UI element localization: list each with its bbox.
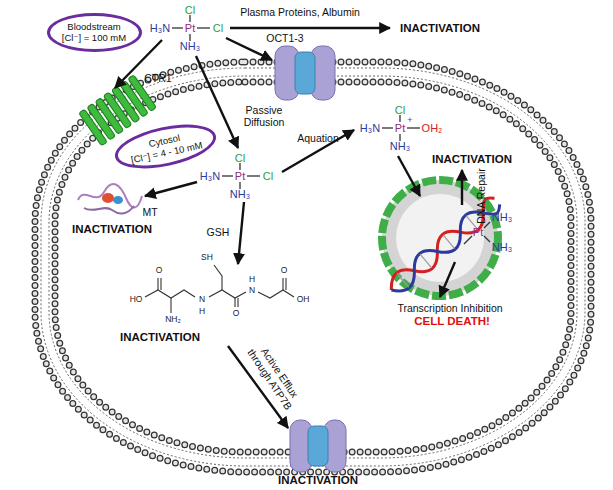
atom-label: H xyxy=(199,307,205,317)
outcome-label: INACTIVATION xyxy=(72,223,152,236)
atom-label: N xyxy=(199,295,205,305)
cell-membrane xyxy=(35,62,591,472)
outcome-label: CELL DEATH! xyxy=(414,315,490,328)
transporter-label: CTR1 xyxy=(144,72,171,84)
atom-label: SH xyxy=(201,253,213,263)
atom-label: Cl xyxy=(263,170,273,183)
atom-label: Cl xyxy=(213,22,223,35)
charge-label: + xyxy=(407,115,412,125)
atom-label: Cl xyxy=(235,152,245,165)
atom-label: H₃N xyxy=(360,122,380,135)
atom-label: NH₃ xyxy=(230,188,250,201)
oct-transporter xyxy=(275,46,335,100)
atom-label: NH₃ xyxy=(180,40,200,53)
molecule-label: GSH xyxy=(207,226,230,238)
atom-label: NH₃ xyxy=(492,241,512,254)
atom-label: Pt xyxy=(185,22,195,35)
atom-label: H xyxy=(249,275,255,285)
transporter-label: OCT1-3 xyxy=(266,32,303,44)
atom-label: H₃N xyxy=(200,170,220,183)
atom-label: N xyxy=(249,286,255,296)
pathway-label: Aquation xyxy=(297,132,338,144)
atom-label: NH₃ xyxy=(390,140,410,153)
atom-label: Pt xyxy=(235,170,245,183)
chloride-concentration: [Cl⁻] = 100 mM xyxy=(62,32,126,43)
protein-label: MT xyxy=(142,206,157,218)
region-name: Bloodstream xyxy=(67,21,120,32)
outcome-label: INACTIVATION xyxy=(120,331,200,344)
atom-label: Pt xyxy=(473,226,483,239)
bonds xyxy=(172,15,490,244)
atom-label: O xyxy=(233,309,240,319)
atom-label: NH₃ xyxy=(492,211,512,224)
atom-label: O xyxy=(281,266,288,276)
outcome-label: INACTIVATION xyxy=(278,474,358,487)
atp7b-transporter xyxy=(290,420,346,472)
outcome-label: INACTIVATION xyxy=(432,153,512,166)
atom-label: H₃N xyxy=(150,22,170,35)
pathway-label: Passive Diffusion xyxy=(238,104,290,128)
mt-protein xyxy=(78,184,142,213)
atom-label: Pt xyxy=(395,122,405,135)
atom-label: Cl xyxy=(395,104,405,117)
pathway-label: Active Efflux through ATP7B xyxy=(242,334,309,417)
pathway-label: DNA Repair xyxy=(475,168,487,223)
outcome-label: Transcription Inhibition xyxy=(397,302,502,314)
atom-label: HO xyxy=(130,295,143,305)
process-arrows xyxy=(115,28,462,428)
atom-label: OH₂ xyxy=(422,122,443,135)
atom-label: Cl xyxy=(185,4,195,17)
atom-label: OH xyxy=(297,295,310,305)
atom-label: NH₂ xyxy=(165,315,181,325)
pathway-label: Plasma Proteins, Albumin xyxy=(240,6,360,18)
outcome-label: INACTIVATION xyxy=(400,22,480,35)
glutathione-structure xyxy=(145,265,294,313)
atom-label: O xyxy=(156,266,163,276)
chloride-ellipse: Bloodstream[Cl⁻] = 100 mM xyxy=(47,13,142,52)
